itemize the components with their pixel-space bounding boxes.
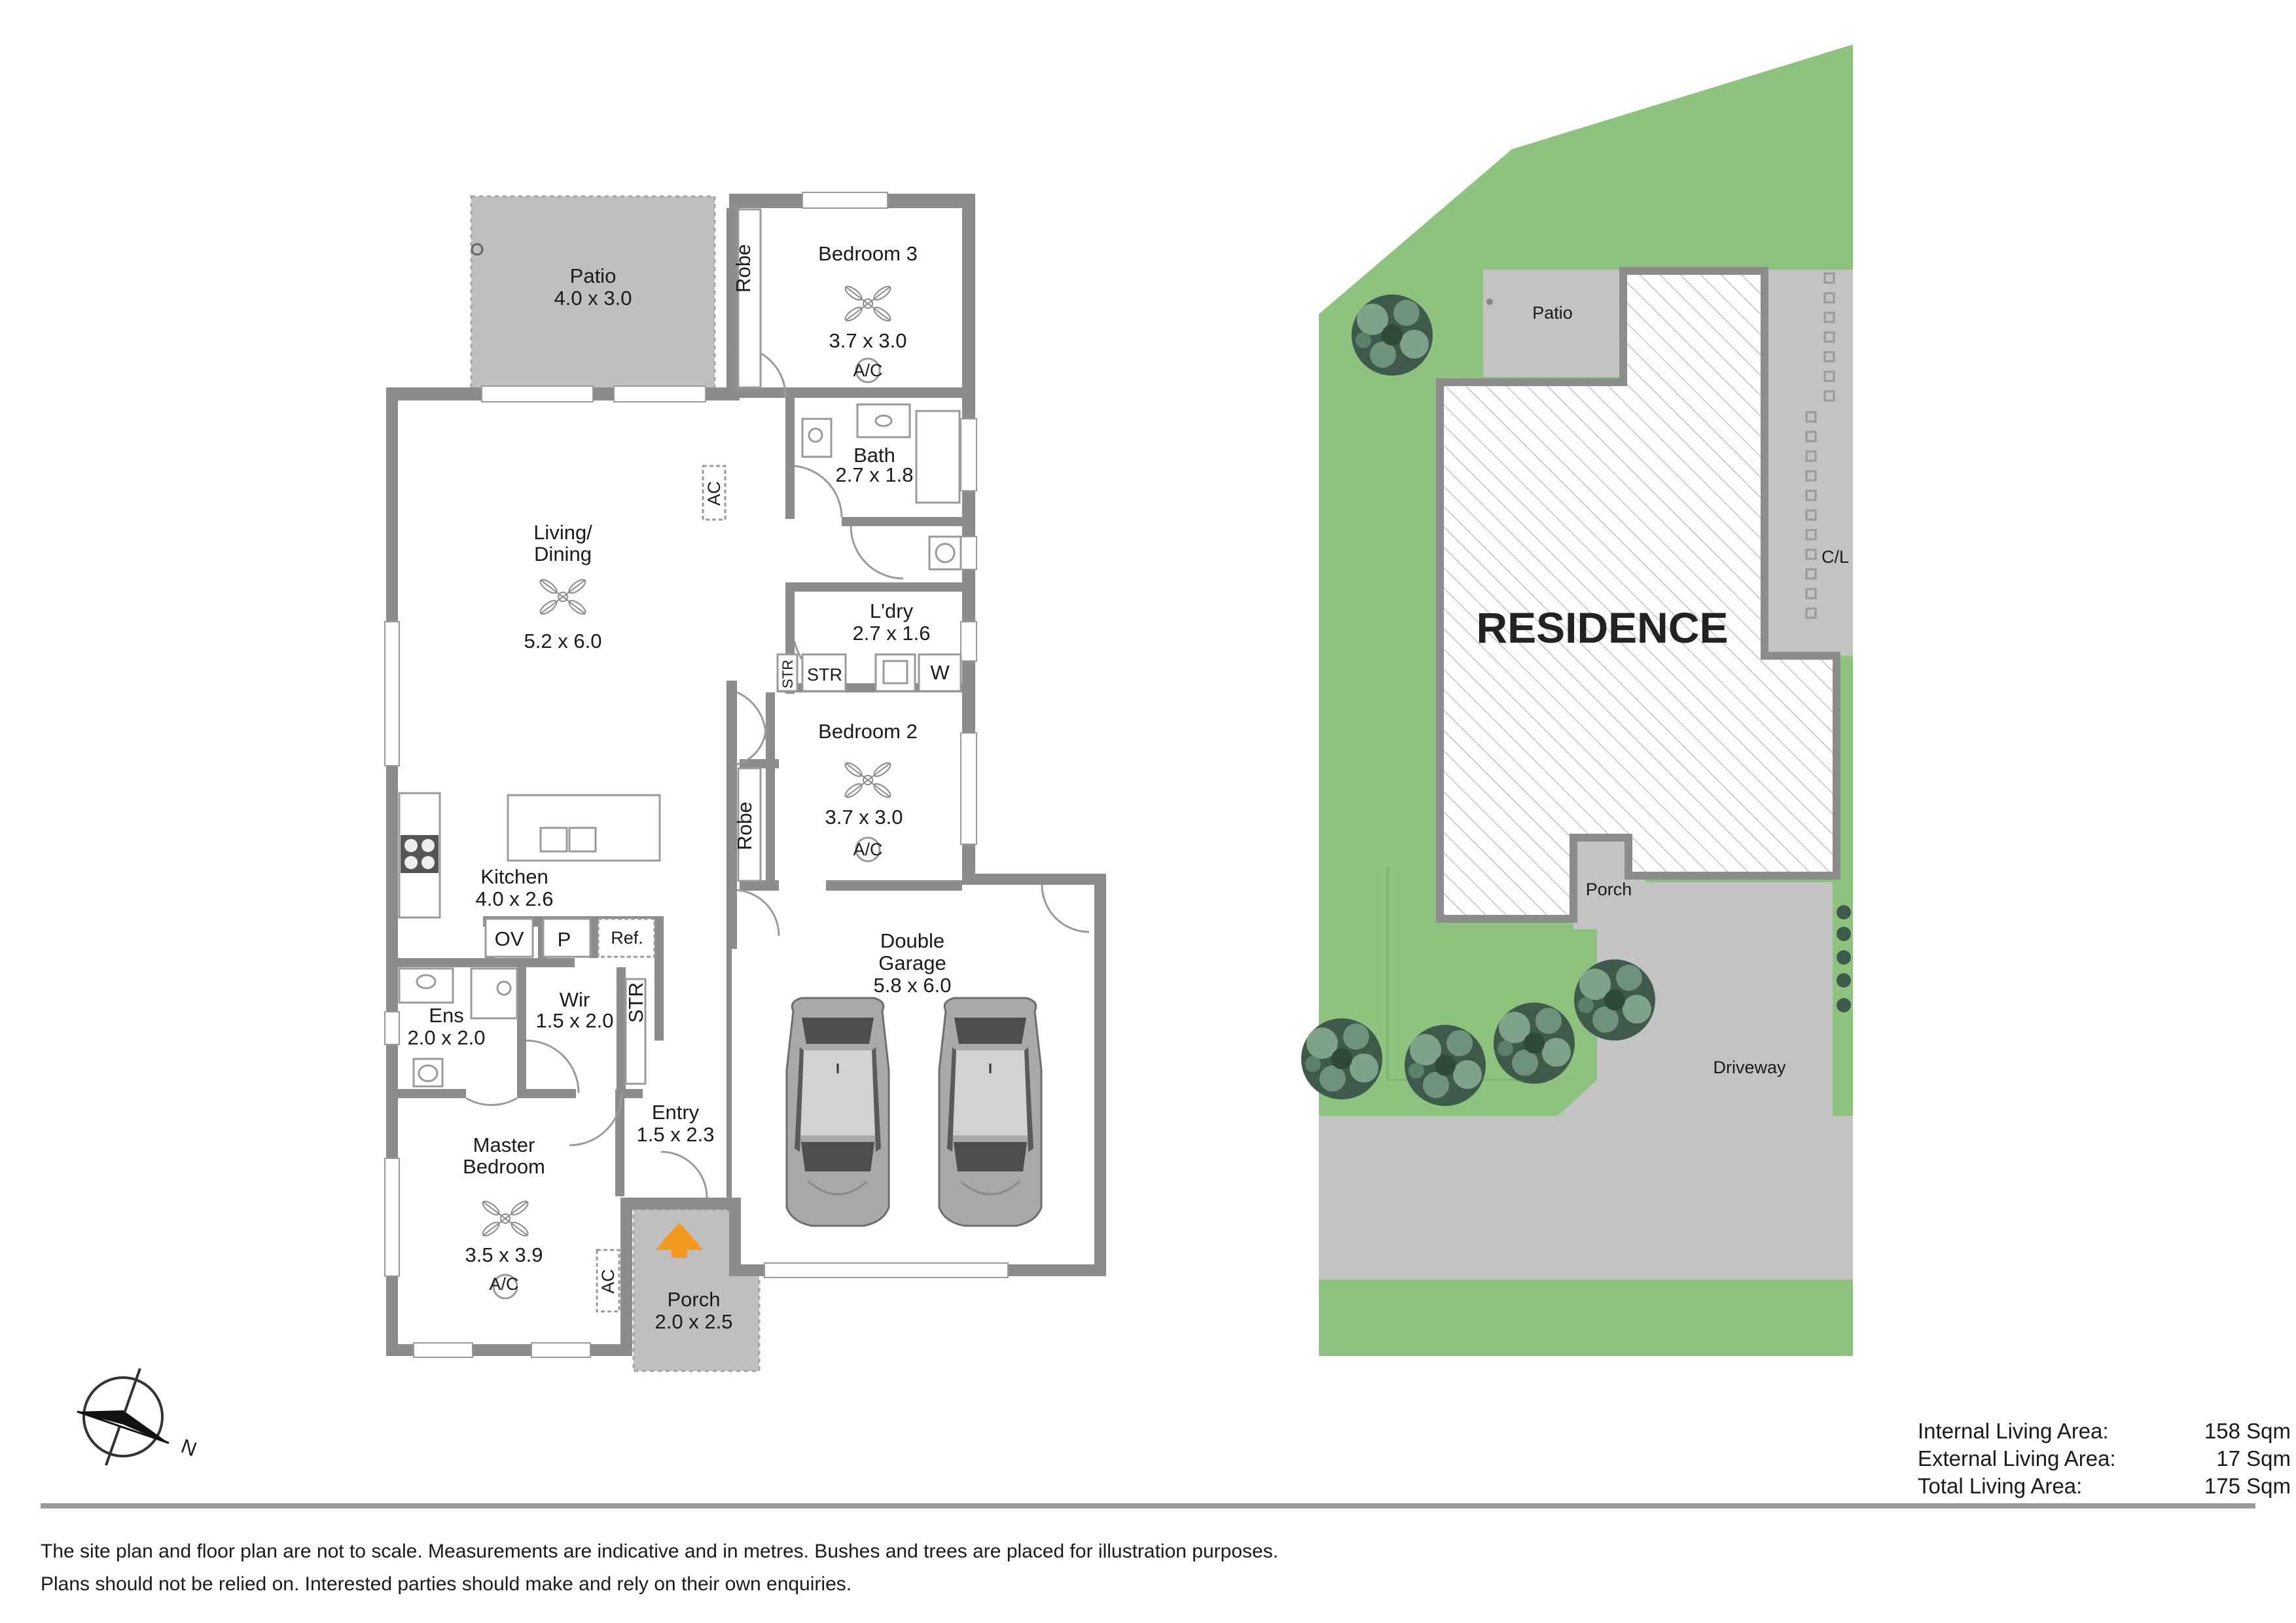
area-value: 158 Sqm <box>2204 1419 2291 1443</box>
disclaimer-line: Plans should not be relied on. Intereste… <box>41 1573 852 1595</box>
car-right-icon <box>938 997 1043 1227</box>
laundry-fixtures <box>776 653 962 692</box>
bedroom3-ac-tag: A/C <box>853 361 882 380</box>
door-swings <box>465 346 1090 1198</box>
ac-unit-living: AC <box>704 481 724 506</box>
kitchen-size: 4.0 x 2.6 <box>476 887 554 910</box>
wir-size: 1.5 x 2.0 <box>536 1009 614 1032</box>
residence-footprint <box>1436 267 1840 923</box>
area-label: Total Living Area: <box>1918 1474 2083 1498</box>
fixture-labels: AC AC STR STR W OV P Ref. STR N <box>178 481 950 1461</box>
site-porch-label: Porch <box>1586 880 1632 899</box>
garage-name-1: Double <box>880 929 944 952</box>
porch-name: Porch <box>668 1288 721 1311</box>
living-name-1: Living/ <box>533 521 592 544</box>
laundry-str-small: STR <box>780 660 796 688</box>
compass-north-label: N <box>178 1435 200 1461</box>
bedroom3-size: 3.7 x 3.0 <box>829 329 907 352</box>
fridge-label: Ref. <box>611 928 643 948</box>
garage-name-2: Garage <box>878 952 946 974</box>
robe3-label: Robe <box>732 244 755 293</box>
bath-size: 2.7 x 1.8 <box>836 463 914 486</box>
area-label: Internal Living Area: <box>1918 1419 2109 1443</box>
driveway-label: Driveway <box>1713 1058 1786 1077</box>
bedroom2-name: Bedroom 2 <box>818 720 918 743</box>
master-size: 3.5 x 3.9 <box>465 1243 543 1266</box>
floor-plan <box>77 192 1106 1466</box>
ensuite-size: 2.0 x 2.0 <box>408 1026 486 1049</box>
windows <box>384 192 1009 1358</box>
entry-str: STR <box>624 982 647 1023</box>
site-patio-label: Patio <box>1532 303 1573 323</box>
area-row: Total Living Area: 175 Sqm <box>1918 1472 2291 1500</box>
ac-unit-master: AC <box>598 1269 618 1294</box>
laundry-size: 2.7 x 1.6 <box>853 622 931 645</box>
washer-label: W <box>930 661 950 684</box>
oven-label: OV <box>495 927 524 950</box>
entry-size: 1.5 x 2.3 <box>637 1123 715 1146</box>
living-name-2: Dining <box>534 543 592 565</box>
pantry-label: P <box>558 928 571 951</box>
bedroom3-name: Bedroom 3 <box>818 242 918 265</box>
residence-label: RESIDENCE <box>1476 603 1728 652</box>
garage-size: 5.8 x 6.0 <box>874 974 952 997</box>
master-name-1: Master <box>473 1133 535 1156</box>
robes <box>737 208 762 882</box>
room-labels: Patio 4.0 x 3.0 Bedroom 3 3.7 x 3.0 A/C … <box>408 242 952 1333</box>
master-name-2: Bedroom <box>463 1155 545 1178</box>
kitchen-name: Kitchen <box>480 865 548 888</box>
laundry-name: L'dry <box>870 599 914 622</box>
patio-area <box>470 195 716 391</box>
driveway-paving <box>1319 882 1853 1279</box>
hedge <box>1837 905 1851 1012</box>
laundry-str: STR <box>807 665 842 685</box>
bath-name: Bath <box>853 444 895 467</box>
bedroom2-size: 3.7 x 3.0 <box>825 806 903 829</box>
site-patio <box>1483 270 1624 377</box>
area-row: Internal Living Area: 158 Sqm <box>1918 1418 2291 1445</box>
area-label: External Living Area: <box>1918 1446 2116 1471</box>
porch-size: 2.0 x 2.5 <box>655 1310 733 1333</box>
entry-name: Entry <box>652 1101 700 1124</box>
car-left-icon <box>785 997 890 1227</box>
side-paving <box>1767 270 1853 656</box>
wir-name: Wir <box>560 988 590 1011</box>
master-ac-tag: A/C <box>489 1274 518 1294</box>
site-labels: Patio RESIDENCE C/L Porch Driveway <box>1476 303 1849 1077</box>
kitchen-fixtures <box>398 792 661 958</box>
living-size: 5.2 x 6.0 <box>524 630 602 652</box>
area-value: 17 Sqm <box>2216 1446 2291 1471</box>
area-value: 175 Sqm <box>2204 1474 2291 1498</box>
bedroom2-ac-tag: A/C <box>853 840 882 859</box>
interior-walls <box>398 208 962 1211</box>
area-summary: Internal Living Area: 158 Sqm External L… <box>1918 1418 2291 1500</box>
divider <box>41 1503 2255 1508</box>
disclaimer: The site plan and floor plan are not to … <box>41 1535 1278 1601</box>
patio-name: Patio <box>570 264 617 287</box>
disclaimer-line: The site plan and floor plan are not to … <box>41 1541 1279 1562</box>
patio-size: 4.0 x 3.0 <box>554 287 632 310</box>
area-row: External Living Area: 17 Sqm <box>1918 1445 2291 1472</box>
bath-fixtures <box>801 403 962 571</box>
ensuite-name: Ens <box>429 1004 463 1027</box>
robe2-label: Robe <box>733 802 756 850</box>
site-plan <box>1301 45 1853 1356</box>
cl-label: C/L <box>1821 547 1849 567</box>
compass-icon <box>77 1368 170 1466</box>
ensuite-fixtures <box>398 967 647 1088</box>
